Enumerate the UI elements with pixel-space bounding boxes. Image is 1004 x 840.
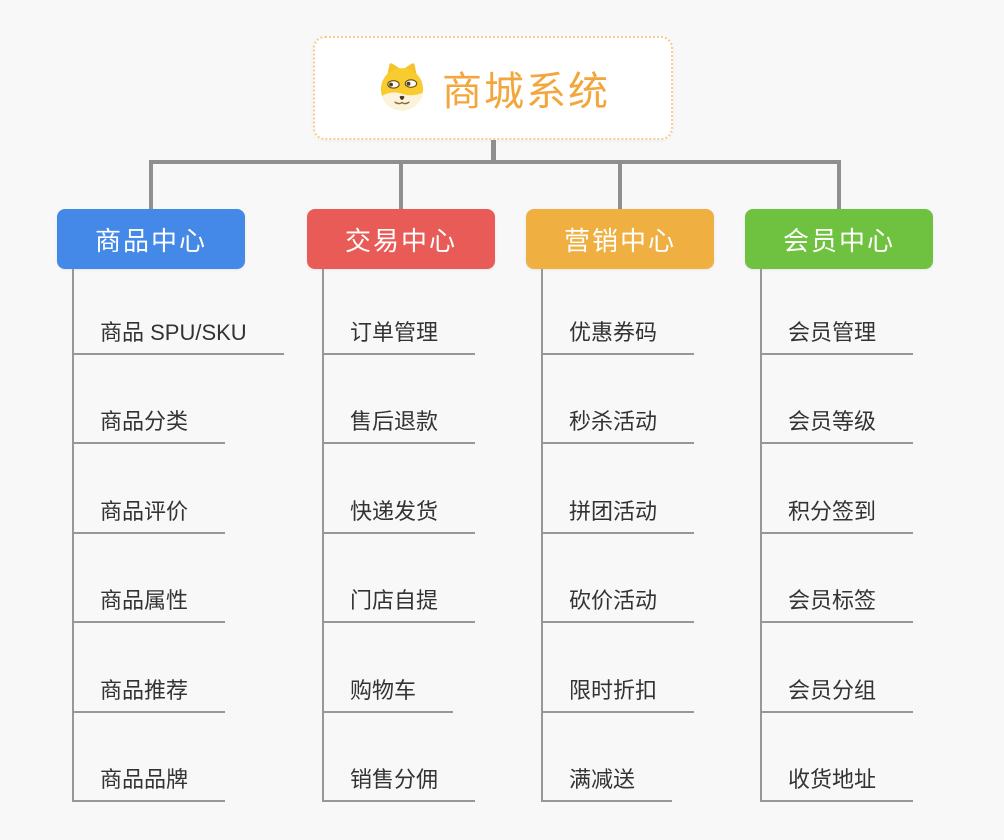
root-node[interactable]: 商城系统 [313, 36, 673, 140]
leaf-node[interactable]: 商品品牌 [72, 766, 226, 802]
branch-trunk-line-4 [760, 269, 762, 802]
leaf-node[interactable]: 满减送 [541, 766, 673, 802]
branch-trunk-line-3 [541, 269, 543, 802]
leaf-node[interactable]: 售后退款 [322, 408, 476, 444]
branch-node-1[interactable]: 商品中心 [57, 209, 245, 269]
connector-rail [149, 160, 841, 164]
leaf-node[interactable]: 商品分类 [72, 408, 226, 444]
leaf-node[interactable]: 门店自提 [322, 587, 476, 623]
leaf-node[interactable]: 订单管理 [322, 319, 476, 355]
leaf-node[interactable]: 会员标签 [760, 587, 914, 623]
leaf-node[interactable]: 限时折扣 [541, 677, 695, 713]
leaf-node[interactable]: 会员等级 [760, 408, 914, 444]
root-title: 商城系统 [442, 70, 610, 114]
leaf-node[interactable]: 优惠券码 [541, 319, 695, 355]
branch-node-3[interactable]: 营销中心 [526, 209, 714, 269]
connector-branch-stub-1 [149, 160, 153, 209]
leaf-node[interactable]: 快递发货 [322, 498, 476, 534]
doge-face-icon [376, 60, 428, 117]
connector-branch-stub-4 [837, 160, 841, 209]
leaf-node[interactable]: 拼团活动 [541, 498, 695, 534]
leaf-node[interactable]: 砍价活动 [541, 587, 695, 623]
leaf-node[interactable]: 商品 SPU/SKU [72, 319, 284, 355]
branch-trunk-line-1 [72, 269, 74, 802]
leaf-node[interactable]: 秒杀活动 [541, 408, 695, 444]
leaf-node[interactable]: 商品推荐 [72, 677, 226, 713]
branch-trunk-line-2 [322, 269, 324, 802]
leaf-node[interactable]: 会员管理 [760, 319, 914, 355]
branch-node-4[interactable]: 会员中心 [745, 209, 933, 269]
connector-branch-stub-2 [399, 160, 403, 209]
leaf-node[interactable]: 收货地址 [760, 766, 914, 802]
leaf-node[interactable]: 购物车 [322, 677, 454, 713]
leaf-node[interactable]: 商品属性 [72, 587, 226, 623]
leaf-node[interactable]: 销售分佣 [322, 766, 476, 802]
branch-node-2[interactable]: 交易中心 [307, 209, 495, 269]
connector-branch-stub-3 [618, 160, 622, 209]
leaf-node[interactable]: 商品评价 [72, 498, 226, 534]
connector-root-stub [491, 140, 496, 164]
leaf-node[interactable]: 会员分组 [760, 677, 914, 713]
leaf-node[interactable]: 积分签到 [760, 498, 914, 534]
